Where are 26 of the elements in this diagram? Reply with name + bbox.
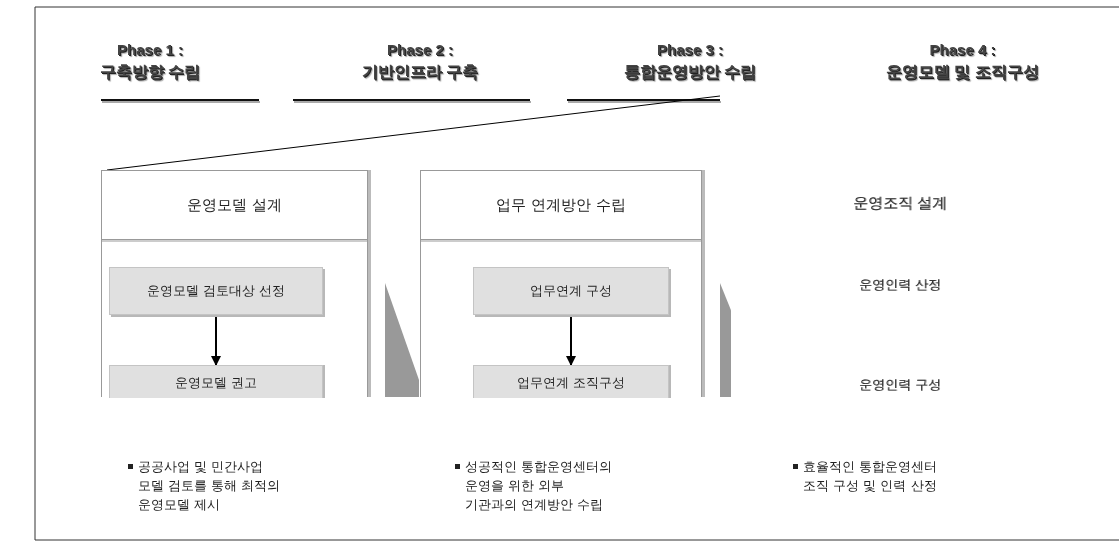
item-text: 운영인력 산정	[740, 272, 1060, 298]
column-title: 운영조직 설계	[740, 188, 1060, 218]
phase-number: Phase 1 :	[116, 40, 184, 60]
phase-title: 기반인프라 구축	[360, 62, 480, 82]
process-box: 운영모델 검토대상 선정	[109, 267, 323, 315]
phase-title: 통합운영방안 수립	[622, 62, 758, 82]
process-box: 운영모델 권고	[109, 365, 323, 398]
phase-title: 구축방향 수립	[98, 62, 202, 82]
chevron-arrow	[385, 283, 419, 397]
column-header: 운영모델 설계	[102, 171, 367, 240]
note-text: 공공사업 및 민간사업 모델 검토를 통해 최적의 운영모델 제시	[138, 458, 282, 514]
process-box: 업무연계 조직구성	[473, 365, 669, 398]
phase-title: 운영모델 및 조직구성	[885, 62, 1040, 82]
zoom-line	[106, 95, 721, 171]
process-box: 업무연계 구성	[473, 267, 669, 315]
column-panel	[101, 170, 368, 397]
note-text: 효율적인 통합운영센터 조직 구성 및 인력 산정	[803, 458, 939, 495]
column-header: 업무 연계방안 수립	[421, 171, 701, 240]
phase-number: Phase 3 :	[656, 40, 724, 60]
phase-number: Phase 2 :	[386, 40, 454, 60]
note-text: 성공적인 통합운영센터의 운영을 위한 외부 기관과의 연계방안 수립	[465, 458, 613, 514]
arrow	[566, 314, 576, 366]
arrow	[211, 314, 221, 366]
phase-number: Phase 4 :	[928, 40, 997, 60]
column-panel	[420, 170, 702, 397]
item-text: 운영인력 구성	[740, 372, 1060, 398]
